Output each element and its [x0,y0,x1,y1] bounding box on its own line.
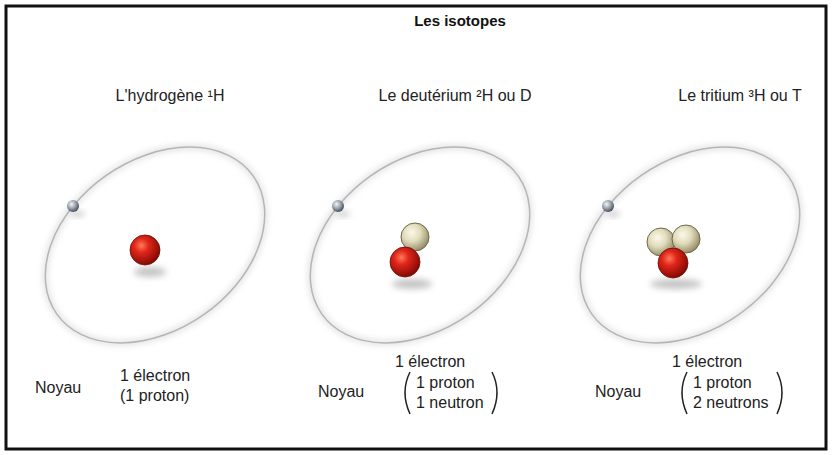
nucleus-shadow [134,267,166,277]
bracket [682,372,687,414]
proton [130,235,160,265]
proton [658,248,688,278]
electron [602,200,614,212]
orbit-shadow [273,107,567,384]
nucleus-label: Noyau [595,382,641,401]
electron-count: 1 électron [395,352,465,371]
diagram-title: Les isotopes [414,11,506,30]
isotope-name: Le deutérium ²H ou D [379,86,532,105]
nucleus-content: (1 proton) [120,386,189,405]
deuterium-atom [273,107,567,384]
electron-count: 1 électron [120,366,190,385]
electron [67,200,79,212]
isotope-name: Le tritium ³H ou T [678,86,801,105]
nucleus-content: 1 proton [693,373,752,392]
electron-orbit [543,107,832,384]
proton [390,247,420,277]
nucleus-content: 2 neutrons [693,393,769,412]
orbit-shadow [8,107,302,384]
nucleus-content: 1 neutron [416,393,484,412]
electron [332,200,344,212]
tritium-atom [543,107,832,384]
frame-border [6,6,826,449]
electron-orbit [8,107,302,384]
electron-orbit [273,107,567,384]
bracket [405,372,410,414]
nucleus-shadow [392,279,432,289]
electron-count: 1 électron [672,352,742,371]
nucleus-label: Noyau [35,378,81,397]
nucleus-label: Noyau [318,382,364,401]
orbit-shadow [543,107,832,384]
nucleus-shadow [650,279,702,289]
nucleus-content: 1 proton [416,373,475,392]
bracket [492,372,497,414]
bracket [777,372,782,414]
isotope-name: L'hydrogène ¹H [116,86,225,105]
hydrogen-atom [8,107,302,384]
